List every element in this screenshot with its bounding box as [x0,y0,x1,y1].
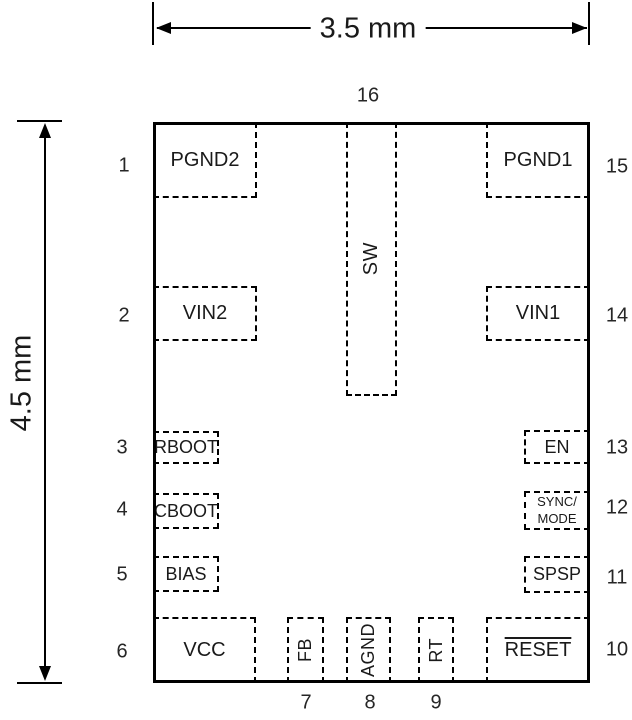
pin-number-1: 1 [118,154,130,177]
pad-spsp: SPSP [524,556,590,593]
pin-number-12: 12 [605,496,629,519]
height-dimension-label: 4.5 mm [5,330,39,436]
dim-width-arrow-right-icon [572,22,587,34]
dim-width-tick-right [588,2,590,45]
pad-vcc: VCC [153,617,256,683]
pad-pgnd2-label: PGND2 [170,148,240,171]
pin-number-7: 7 [300,691,312,714]
pad-fb: FB [287,617,324,683]
pin-number-16: 16 [356,84,380,107]
pin-number-2: 2 [118,304,130,327]
pad-spsp-label: SPSP [532,564,582,584]
pad-cboot-label: CBOOT [154,500,219,521]
pad-rboot: RBOOT [153,431,219,464]
pad-reset: RESET [486,617,590,683]
pin-number-11: 11 [606,566,628,589]
pad-rt: RT [418,617,454,683]
pad-fb-label: FB [295,637,315,662]
pad-vin2-label: VIN2 [182,302,228,324]
pad-sync-mode-label: SYNC/MODE [537,494,577,526]
pad-agnd: AGND [346,617,391,683]
pad-bias: BIAS [153,556,219,592]
pad-pgnd2: PGND2 [153,122,257,198]
pad-en-label: EN [544,436,570,457]
pin-number-3: 3 [116,436,128,459]
pin-number-15: 15 [605,155,629,178]
pad-vin1-label: VIN1 [515,302,561,324]
pad-pgnd1-label: PGND1 [503,148,573,171]
dim-height-line [44,127,46,678]
pad-sync-mode: SYNC/MODE [524,491,590,530]
pin-number-8: 8 [364,691,376,714]
pad-reset-label: RESET [504,638,572,661]
pin-number-4: 4 [116,498,128,521]
dim-width-tick-left [152,2,154,45]
dim-height-arrow-down-icon [39,666,51,681]
pad-bias-label: BIAS [165,563,207,584]
pad-rboot-label: RBOOT [154,437,219,457]
pad-pgnd1: PGND1 [486,122,590,198]
dim-height-tick-top [17,120,62,122]
pin-number-14: 14 [605,304,629,327]
pad-vcc-label: VCC [183,638,226,661]
pin-number-5: 5 [116,563,128,586]
pad-vin2: VIN2 [153,286,257,341]
dim-height-tick-bottom [17,682,62,684]
pad-en: EN [524,430,590,464]
pad-agnd-label: AGND [358,622,378,677]
dim-height-arrow-up-icon [39,123,51,138]
pad-rt-label: RT [425,637,446,663]
pin-number-6: 6 [116,640,128,663]
pin-number-13: 13 [605,436,629,459]
pad-vin1: VIN1 [486,286,590,341]
pin-number-10: 10 [605,638,629,661]
pin-number-9: 9 [430,691,442,714]
pad-cboot: CBOOT [153,493,219,529]
width-dimension-label: 3.5 mm [310,12,426,46]
pad-sw-label: SW [360,242,382,276]
dim-width-arrow-left-icon [156,22,171,34]
pad-sw: SW [346,122,397,396]
